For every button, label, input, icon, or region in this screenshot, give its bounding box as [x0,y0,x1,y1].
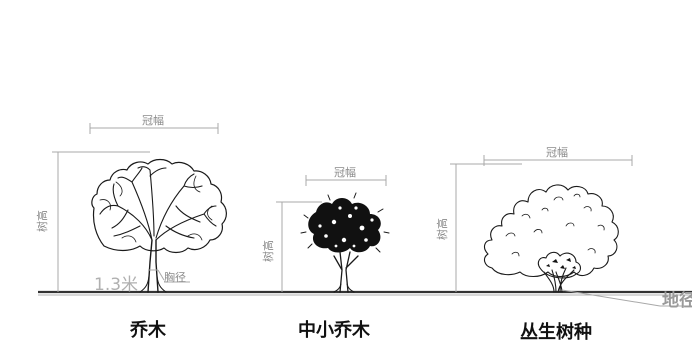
dbh-height-label: 1.3米 [94,275,138,295]
tree-multistem: 冠幅 树高 [435,146,692,307]
label-ground-diameter: 地径 [662,291,692,311]
label-small-tree: 中小乔木 [298,320,370,341]
crown-width-label-3: 冠幅 [546,146,568,159]
tree-small: 冠幅 树高 [261,166,390,293]
tree-height-label-1: 树高 [35,210,49,232]
label-shrub: 丛生树种 [520,322,592,343]
tree-large: 冠幅 树高 1.3米 胸径 [35,114,227,295]
tree-height-label-2: 树高 [261,240,275,262]
dbh-label: 胸径 [164,270,186,284]
crown-width-label-2: 冠幅 [334,166,356,179]
crown-width-label-1: 冠幅 [142,114,164,127]
label-tree: 乔木 [130,320,166,341]
tree-height-label-3: 树高 [435,218,449,240]
